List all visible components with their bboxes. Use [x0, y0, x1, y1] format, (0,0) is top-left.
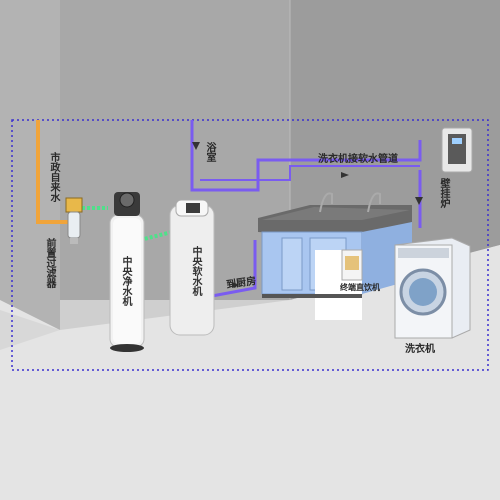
- label-central-purifier: 中央净水机: [120, 256, 131, 306]
- label-bathroom: 浴室: [204, 142, 215, 162]
- label-washing-machine: 洗衣机: [405, 344, 435, 355]
- label-pre-filter: 前置过滤器: [44, 238, 55, 288]
- washing-machine-unit: [394, 237, 471, 339]
- softwater-pipe-top: [190, 120, 422, 192]
- pre-filter: [65, 197, 83, 244]
- central-softener-unit: [169, 199, 215, 336]
- label-city-water: 市政自来水: [48, 152, 59, 202]
- house-boundary: [11, 119, 489, 371]
- city-water-pipe: [36, 120, 70, 224]
- label-wall-heater: 壁挂炉: [438, 178, 449, 208]
- label-central-softener: 中央软水机: [190, 246, 201, 296]
- left-side-wall: [0, 0, 60, 330]
- label-under-sink: 终端直饮机: [340, 283, 380, 292]
- kitchen-pipe: [211, 240, 257, 298]
- label-washer-pipe: 洗衣机接软水管道: [318, 154, 398, 165]
- wall-heater-unit: [441, 127, 473, 173]
- central-purifier-unit: [109, 192, 145, 352]
- floor: [0, 245, 500, 500]
